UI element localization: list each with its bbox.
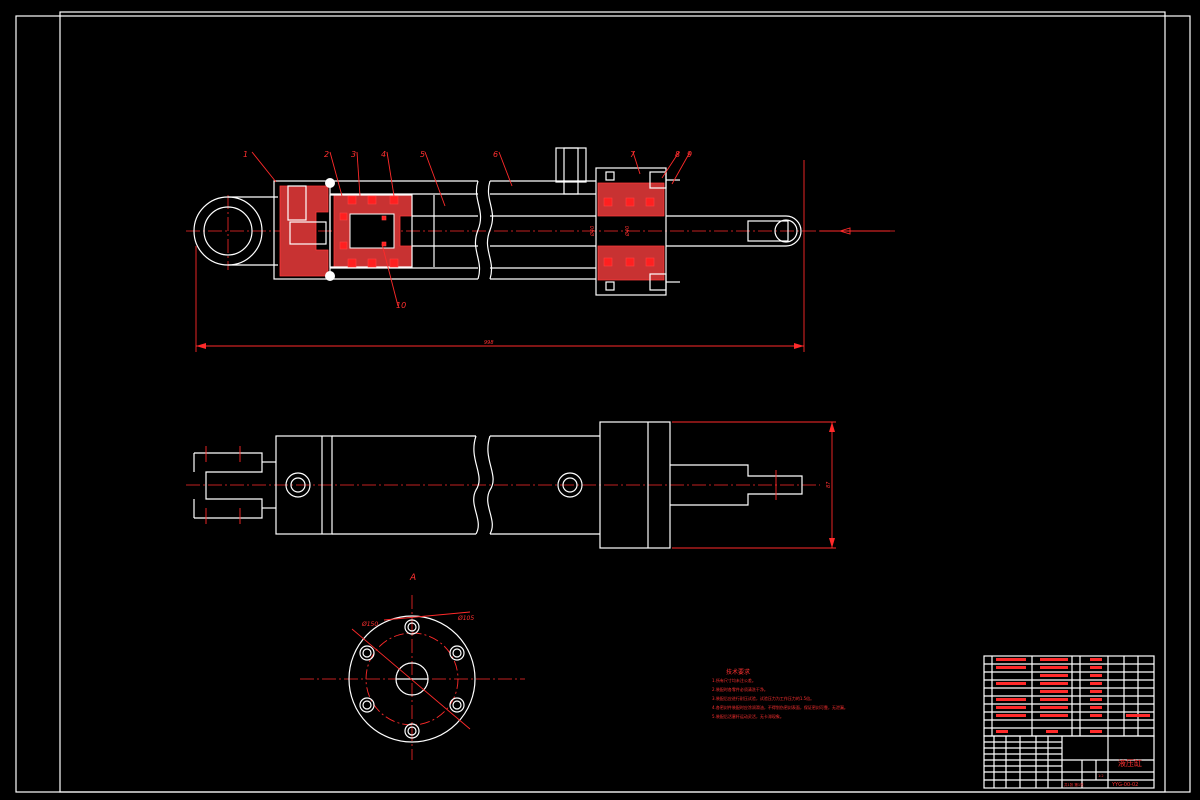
overall-length-label: 998	[484, 340, 494, 346]
balloon-2: 2	[324, 150, 329, 159]
title-block: 液压缸 YYG-00-02 共1张 第1张 1:2	[983, 655, 1155, 789]
drawing-border	[59, 11, 1166, 793]
tech-note-line: 4.各密封件装配时应涂润滑油，不得划伤密封表面，保证密封可靠，无泄漏。	[712, 704, 848, 710]
drawing-title: 液压缸	[1118, 758, 1142, 768]
tech-note-line: 2.装配时各零件必须清洗干净。	[712, 686, 768, 692]
balloon-1: 1	[243, 150, 248, 159]
balloon-7: 7	[630, 150, 636, 159]
view-a-label: A	[409, 573, 416, 583]
sheet-count: 共1张 第1张	[1064, 782, 1084, 787]
part-balloons: 1 2 3 4 5 6 7 8 9 10	[243, 150, 692, 310]
tech-notes-heading: 技术要求	[726, 668, 750, 676]
flange-dim-1: Ø150	[361, 621, 378, 628]
flange-bolt-holes	[359, 619, 465, 739]
flange-dim-2: Ø105	[457, 615, 474, 622]
balloon-9: 9	[687, 150, 692, 159]
balloon-5: 5	[420, 150, 425, 159]
technical-notes: 技术要求 1.所有尺寸均未注公差。 2.装配时各零件必须清洗干净。 3.装配后应…	[712, 668, 848, 719]
drawing-number: YYG-00-02	[1111, 782, 1138, 788]
section-view: 998 Ø40 Ø40 1 2 3 4 5 6 7 8 9 10	[186, 147, 895, 352]
elevation-view: 87	[186, 421, 836, 549]
height-dim-label: 87	[826, 481, 832, 488]
balloon-10: 10	[396, 301, 406, 310]
tech-note-line: 1.所有尺寸均未注公差。	[712, 677, 756, 683]
balloon-3: 3	[351, 150, 356, 159]
drawing-scale: 1:2	[1098, 774, 1104, 778]
bore-dim-2: Ø40	[624, 226, 631, 237]
tech-note-line: 3.装配后应进行耐压试验，试验压力为工作压力的1.5倍。	[712, 695, 814, 701]
balloon-4: 4	[381, 150, 386, 159]
bore-dim-1: Ø40	[589, 226, 596, 237]
view-a: A Ø150 Ø105	[300, 573, 525, 760]
balloon-8: 8	[675, 150, 680, 159]
balloon-6: 6	[493, 150, 498, 159]
tech-note-line: 5.装配后活塞杆运动灵活，无卡滞现象。	[712, 713, 784, 719]
